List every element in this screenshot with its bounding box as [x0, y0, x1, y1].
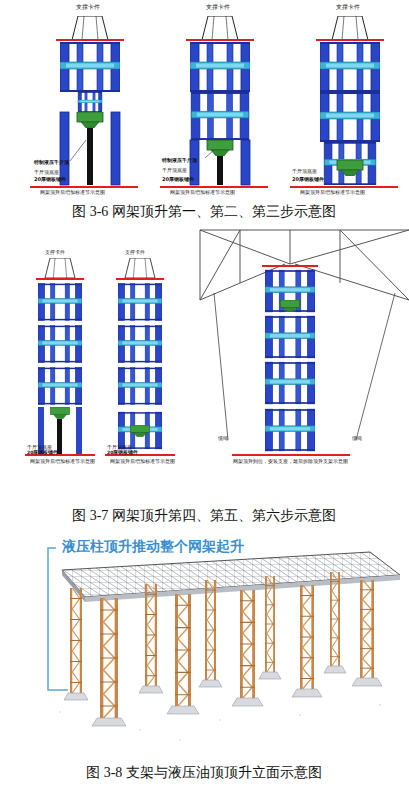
note-text: 网架顶升后增加标准节示意图: [30, 459, 95, 464]
part-label: 千斤顶底座: [27, 445, 52, 450]
note-text: 网架顶升到位，安装支座，最后拆除顶升支架示意图: [233, 459, 348, 464]
part-label: 20厚钢板铺件: [162, 177, 194, 183]
part-label: 支撑卡件: [76, 4, 100, 11]
callout-text: 液压柱顶升推动整个网架起升: [60, 538, 246, 554]
part-label: 20厚钢板铺件: [34, 177, 66, 183]
part-label: 支撑卡件: [336, 4, 360, 11]
part-label: 支撑卡件: [206, 4, 230, 11]
note-text: 网架顶升后增加标准节示意图: [170, 190, 235, 196]
part-label: 千斤顶底座: [107, 445, 132, 450]
part-label: 20厚钢板铺件: [107, 450, 138, 455]
figure-caption: 图 3-8 支架与液压油顶顶升立面示意图: [86, 765, 322, 781]
part-label: 特制液压千斤顶: [162, 158, 197, 164]
part-label: 20厚钢板铺件: [292, 177, 324, 183]
part-label: 千斤顶底座: [292, 169, 317, 175]
part-label: 缆绳: [352, 436, 362, 442]
part-label: 支撑卡件: [125, 250, 145, 256]
note-text: 网架顶升后增加标准节示意图: [300, 190, 365, 196]
part-label: 支撑卡件: [45, 250, 65, 256]
part-label: 千斤顶底座: [34, 170, 59, 176]
figure-caption: 图 3-7 网架顶升第四、第五、第六步示意图: [72, 508, 336, 524]
part-label: 特制液压千斤顶: [34, 160, 69, 166]
part-label: 千斤顶底座: [162, 168, 187, 174]
part-label: 缆绳: [218, 436, 228, 442]
part-label: 20厚钢板铺件: [27, 450, 58, 455]
figure-caption: 图 3-6 网架顶升第一、第二、第三步示意图: [72, 204, 336, 220]
note-text: 网架顶升后增加标准节示意图: [40, 190, 105, 196]
note-text: 网架顶升后增加标准节示意图: [110, 459, 175, 464]
